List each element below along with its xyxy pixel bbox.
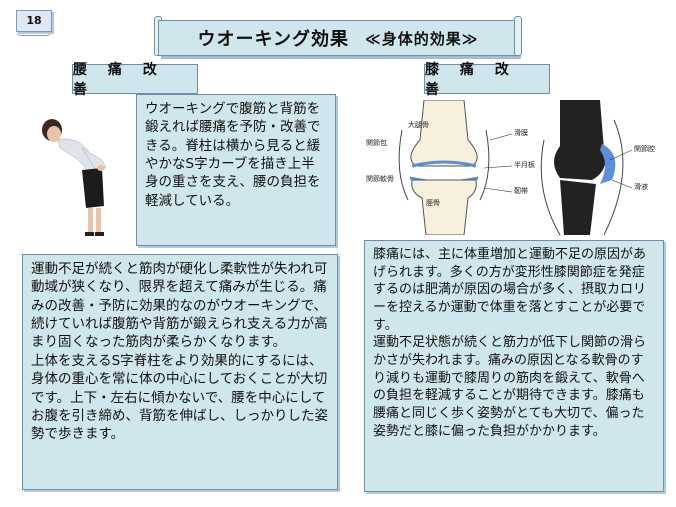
label-femur: 大腿骨 [408,121,429,129]
back-pain-summary-text: ウオーキングで腹筋と背筋を鍛えれば腰痛を予防・改善できる。脊柱は横から見ると緩や… [145,101,321,209]
heading-back-pain: 腰 痛 改 善 [72,62,198,98]
label-ligament: 靭帯 [514,187,528,195]
back-pain-detail-text-2: 上体を支えるS字脊柱をより効果的にするには、身体の重心を常に体の中心にしておくこ… [31,352,328,443]
knee-pain-detail-box: 膝痛には、主に体重増加と運動不足の原因があげられます。多くの方が変形性膝関節症を… [364,240,664,492]
back-pain-detail-text-1: 運動不足が続くと筋肉が硬化し柔軟性が失われ可動域が狭くなり、限界を超えて痛みが生… [31,261,328,351]
heading-knee-pain: 膝 痛 改 善 [424,62,550,98]
label-synovium: 滑膜 [514,129,528,137]
page-subtitle: ≪身体的効果≫ [365,29,479,48]
label-cavity: 関節腔 [634,145,655,153]
label-joint-capsule: 関節包 [366,139,387,147]
label-meniscus: 半月板 [514,161,535,169]
page-number: 18 [16,10,52,36]
knee-pain-detail-text-2: 運動不足状態が続くと筋力が低下し関節の滑らかさが失われます。痛みの原因となる軟骨… [373,335,647,439]
page-title: ウオーキング効果 [197,29,350,50]
banner-scroll-right [514,16,522,56]
label-joint-cartilage: 関節軟骨 [366,175,394,183]
back-pain-summary-box: ウオーキングで腹筋と背筋を鍛えれば腰痛を予防・改善できる。脊柱は横から見ると緩や… [136,94,336,246]
knee-pain-detail-text-1: 膝痛には、主に体重増加と運動不足の原因があげられます。多くの方が変形性膝関節症を… [373,247,647,333]
woman-back-pain-photo [22,96,130,244]
back-pain-detail-box: 運動不足が続くと筋肉が硬化し柔軟性が失われ可動域が狭くなり、限界を超えて痛みが生… [22,254,338,490]
label-tibia: 脛骨 [426,199,440,207]
label-fluid: 滑液 [634,183,648,191]
title-banner: ウオーキング効果 ≪身体的効果≫ [158,20,518,56]
knee-joint-diagram: 大腿骨 脛骨 関節包 関節軟骨 滑膜 半月板 靭帯 関節腔 滑液 [364,99,664,236]
